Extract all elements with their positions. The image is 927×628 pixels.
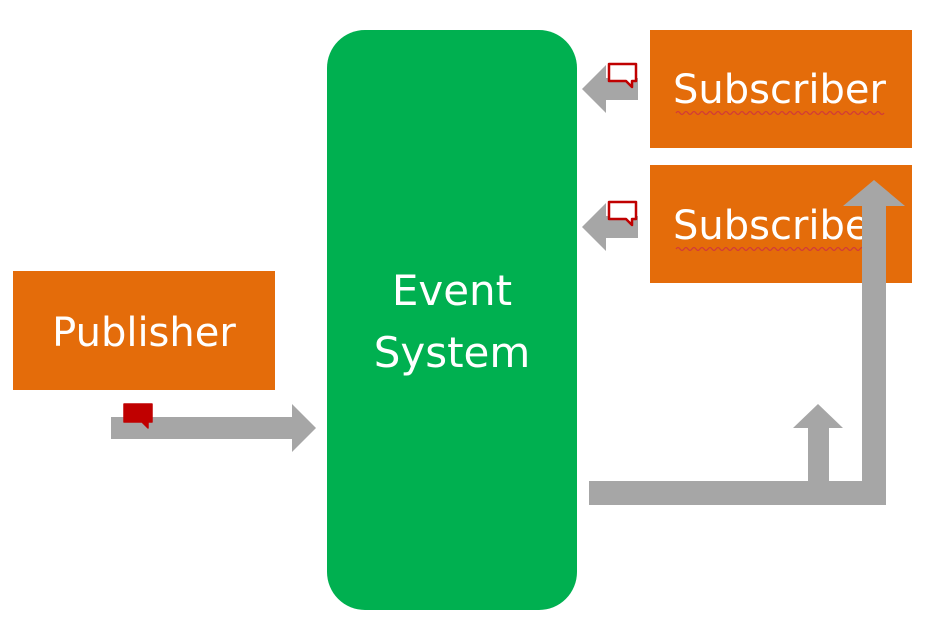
message-icon-publisher <box>123 403 153 429</box>
subscriber-box-1 <box>650 30 912 148</box>
arrow-to-subscriber-2 <box>582 203 638 251</box>
spellcheck-underline-1 <box>675 110 885 116</box>
subscriber-label-1: Subscriber <box>673 67 887 113</box>
publisher-label: Publisher <box>52 310 236 356</box>
spellcheck-underline-2 <box>675 246 881 252</box>
event-system-box <box>327 30 577 610</box>
arrow-event-system-route <box>589 180 905 505</box>
arrow-to-subscriber-1 <box>582 65 638 113</box>
arrow-publisher-to-event-system <box>111 404 316 452</box>
subscriber-label-2: Subscriber <box>673 203 887 249</box>
publisher-box <box>13 271 275 390</box>
event-system-label-line2: System <box>374 328 531 377</box>
message-icon-subscriber-2 <box>607 200 638 227</box>
message-icon-subscriber-1 <box>607 62 638 89</box>
event-system-label-line1: Event <box>392 266 512 315</box>
